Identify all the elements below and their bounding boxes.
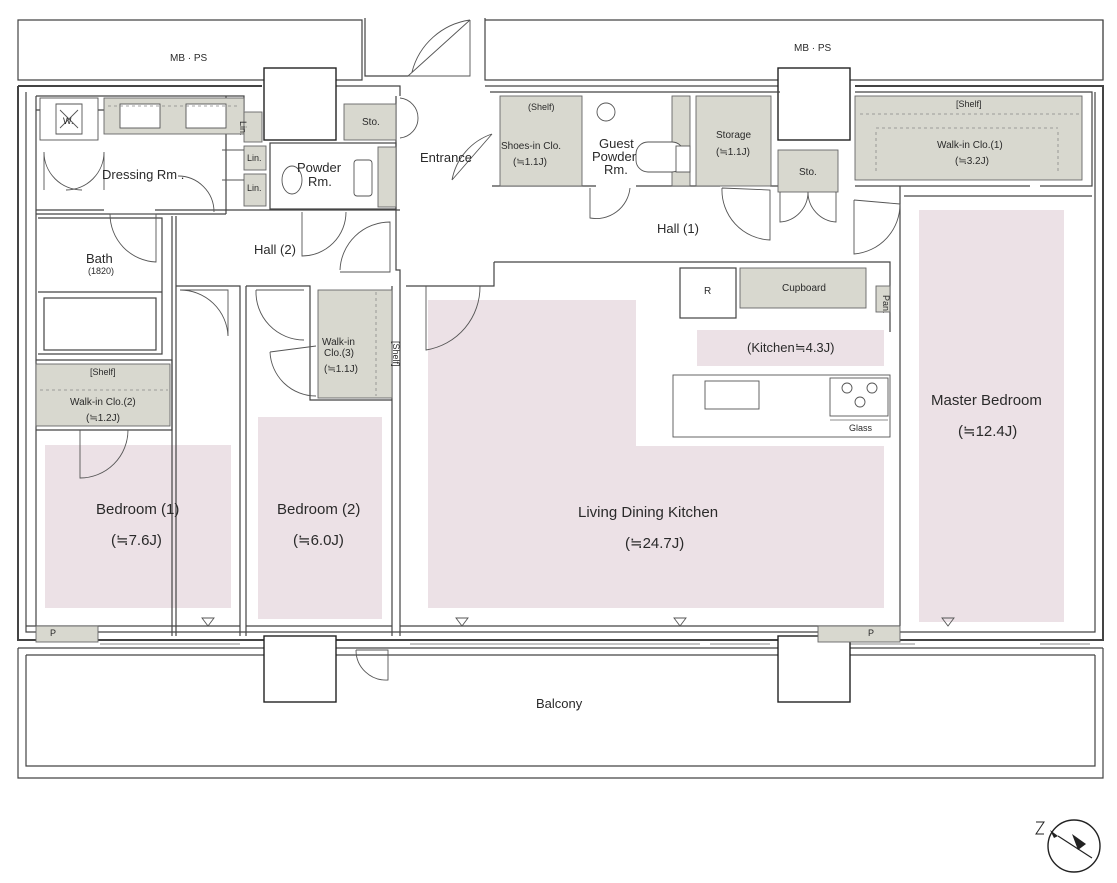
master-bedroom-label: Master Bedroom [931, 392, 1042, 409]
hall2-label: Hall (2) [254, 242, 296, 257]
bath-label: Bath [86, 251, 113, 266]
master-bedroom-size: (≒12.4J) [958, 423, 1017, 440]
fridge-label: R [704, 286, 711, 297]
powder-room-label-line1: Powder [297, 160, 342, 175]
pillar-bottom-right [777, 635, 851, 703]
guest-powder-label-line1: Guest [599, 136, 634, 151]
hall1-label: Hall (1) [657, 221, 699, 236]
shelf-lines [40, 105, 1080, 396]
wic2-shelf-label: [Shelf] [90, 367, 116, 377]
shoes-closet-size: (≒1.1J) [513, 157, 547, 168]
p-left-label: P [50, 628, 56, 638]
washer-label: W. [63, 116, 74, 126]
master-wic-size: (≒3.2J) [955, 156, 989, 167]
fixtures [39, 97, 891, 438]
linen-label-2: Lin. [247, 153, 262, 163]
bedroom1-size: (≒7.6J) [111, 532, 162, 549]
bath-size: (1820) [88, 266, 114, 276]
wic2-label: Walk-in Clo.(2) [70, 397, 136, 408]
kitchen-label: (Kitchen≒4.3J) [747, 340, 835, 355]
storage-label: Storage [716, 130, 751, 141]
bedroom2-fill [258, 417, 382, 619]
pillar-top-right [777, 67, 851, 141]
linen-label-3: Lin. [247, 183, 262, 193]
wic3-shelf-label: [Shelf] [391, 341, 401, 367]
kitchen-fill [697, 330, 884, 366]
master-wic-shelf-label: [Shelf] [956, 99, 982, 109]
mbps-right-label: MB · PS [794, 43, 832, 54]
bedroom1-label: Bedroom (1) [96, 501, 179, 518]
ldk-label: Living Dining Kitchen [578, 504, 718, 521]
guest-powder-label-line3: Rm. [604, 162, 628, 177]
exterior-walls [17, 18, 1104, 641]
storage-size: (≒1.1J) [716, 147, 750, 158]
pillar-top-left [263, 67, 337, 141]
compass-icon [1035, 819, 1101, 873]
entrance-label: Entrance [420, 150, 472, 165]
window-markers [201, 617, 955, 627]
wic2-size: (≒1.2J) [86, 413, 120, 424]
storage-small-label-1: Sto. [362, 117, 380, 128]
wic3-size: (≒1.1J) [324, 364, 358, 375]
doors [43, 19, 901, 681]
guest-powder-label-line2: Powder [592, 149, 637, 164]
powder-room-label-line2: Rm. [308, 174, 332, 189]
bedroom1-fill [45, 445, 231, 608]
master-wic-label: Walk-in Clo.(1) [937, 140, 1003, 151]
p-right-label: P [868, 628, 874, 638]
labels: MB · PS MB · PS W. Dressing Rm . Lin. Li… [50, 43, 1042, 711]
ldk-size: (≒24.7J) [625, 535, 684, 552]
storage-blocks [35, 95, 1083, 643]
wic3-label-line2: Clo.(3) [324, 348, 354, 359]
ldk-fill [428, 300, 884, 608]
mbps-left-label: MB · PS [170, 53, 208, 64]
storage-small-label-2: Sto. [799, 167, 817, 178]
glass-label: Glass [849, 423, 873, 433]
balcony-area [17, 643, 1104, 779]
bedroom2-label: Bedroom (2) [277, 501, 360, 518]
pillar-bottom-left [263, 635, 337, 703]
master-bedroom-fill [919, 210, 1064, 622]
shoes-closet-label: Shoes-in Clo. [501, 141, 561, 152]
pantry-label: Pan. [881, 295, 891, 314]
cupboard-label: Cupboard [782, 283, 826, 294]
linen-label-1: Lin. [238, 121, 248, 136]
balcony-label: Balcony [536, 696, 583, 711]
dressing-room-label: Dressing Rm . [102, 167, 184, 182]
wic3-label-line1: Walk-in [322, 337, 355, 348]
bedroom2-size: (≒6.0J) [293, 532, 344, 549]
shoes-shelf-label: (Shelf) [528, 102, 555, 112]
